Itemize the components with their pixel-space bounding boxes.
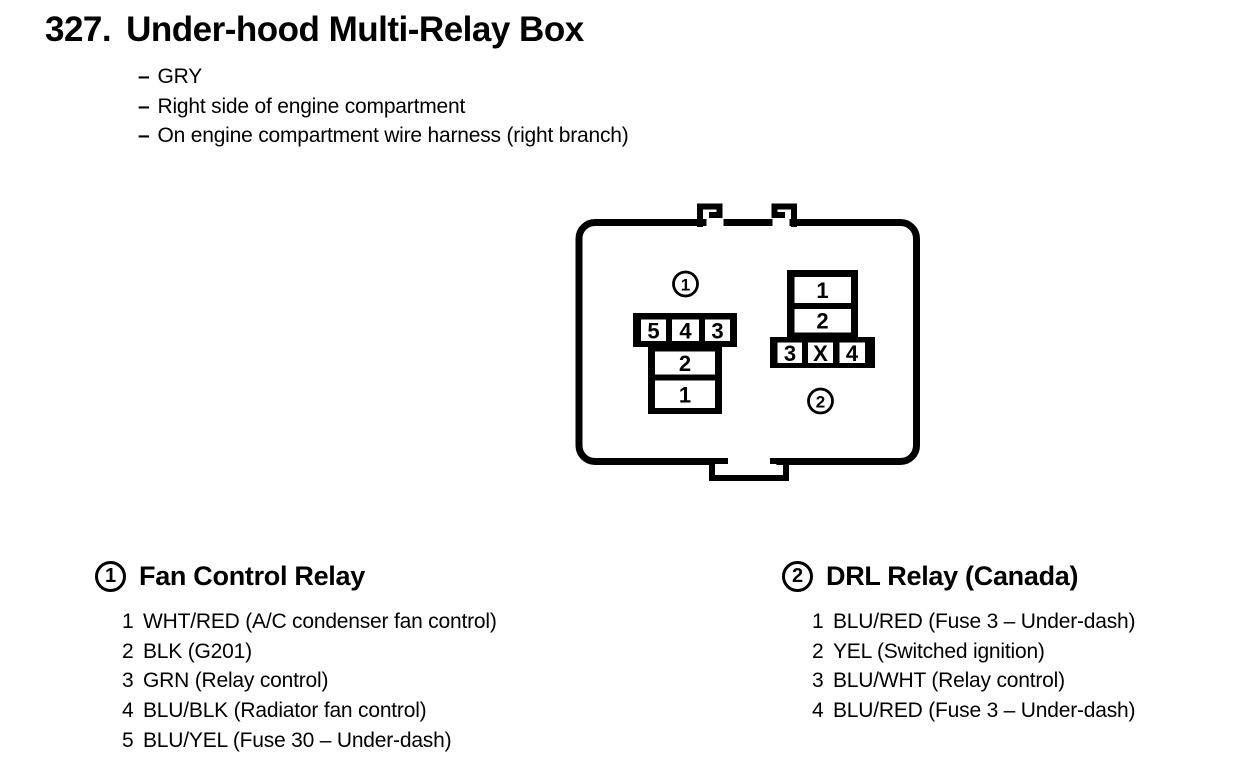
mounting-hook-top-left-icon	[697, 203, 723, 227]
connector2-pin2-label: 2	[816, 309, 828, 334]
note-text: GRY	[157, 65, 203, 88]
bottom-edge-gap	[714, 457, 777, 466]
pin-description: BLU/YEL (Fuse 30 – Under-dash)	[143, 728, 452, 752]
note-text: On engine compartment wire harness (righ…	[157, 124, 629, 148]
pin-number: 4	[122, 699, 134, 723]
pin-row: 4 BLU/RED (Fuse 3 – Under-dash)	[812, 696, 1136, 726]
legend-fan-control-relay: 1 Fan Control Relay 1 WHT/RED (A/C conde…	[95, 561, 497, 756]
pin-number: 3	[122, 669, 134, 693]
connector1-pin4-cell	[672, 319, 699, 341]
pin-row: 3 BLU/WHT (Relay control)	[812, 666, 1135, 696]
pin-description: GRN (Relay control)	[143, 669, 329, 693]
connector2-pin3-label: 3	[784, 341, 796, 366]
connector1-pin2-label: 2	[679, 351, 691, 376]
pin-description: YEL (Switched ignition)	[833, 639, 1045, 663]
connector2-callout: 2	[816, 392, 825, 411]
pin-row: 2 YEL (Switched ignition)	[812, 637, 1135, 667]
pin-row: 5 BLU/YEL (Fuse 30 – Under-dash)	[122, 726, 497, 756]
circled-number-icon: 2	[782, 561, 813, 592]
connector1-pin2-cell	[655, 351, 715, 375]
connector1-callout: 1	[681, 275, 690, 294]
pin-number: 1	[122, 610, 134, 633]
note-line: – GRY	[138, 62, 629, 92]
connector2-pinx-cell	[808, 342, 833, 363]
pin-description: BLU/RED (Fuse 3 – Under-dash)	[833, 610, 1136, 633]
connector2-footprint: 1 2 3 X 4 2	[770, 270, 875, 415]
pin-row: 4 BLU/BLK (Radiator fan control)	[122, 696, 497, 726]
connector1-pin3-label: 3	[711, 319, 723, 344]
pin-number: 2	[812, 639, 824, 663]
pin-list: 1 BLU/RED (Fuse 3 – Under-dash) 2 YEL (S…	[812, 607, 1136, 726]
page-title: Under-hood Multi-Relay Box	[126, 10, 584, 49]
dash-bullet: –	[138, 65, 150, 88]
legend-title: Fan Control Relay	[139, 561, 365, 591]
pin-number: 2	[122, 639, 134, 663]
pin-number: 5	[122, 728, 134, 752]
pin-number: 3	[812, 669, 824, 693]
pin-row: 1 WHT/RED (A/C condenser fan control)	[122, 607, 497, 637]
connector2-pin2-cell	[794, 309, 851, 333]
relay-box-diagram: 5 4 3 2 1 1 1 2 3 X 4 2	[575, 203, 920, 481]
pin-number: 4	[812, 699, 824, 723]
legend-header: 1 Fan Control Relay	[95, 561, 497, 592]
pin-number: 1	[812, 610, 824, 633]
connector1-callout-circle	[672, 270, 699, 298]
page-heading: 327. Under-hood Multi-Relay Box	[45, 11, 584, 48]
connector1-pin3-cell	[705, 319, 730, 341]
pin-row: 3 GRN (Relay control)	[122, 666, 497, 696]
legend-drl-relay: 2 DRL Relay (Canada) 1 BLU/RED (Fuse 3 –…	[782, 561, 1136, 726]
connector2-pin4-cell	[839, 342, 865, 363]
pin-row: 2 BLK (G201)	[122, 637, 497, 667]
pin-description: WHT/RED (A/C condenser fan control)	[143, 610, 497, 633]
mounting-bracket-bottom-icon	[709, 458, 789, 481]
pin-description: BLU/RED (Fuse 3 – Under-dash)	[833, 699, 1136, 723]
pin-list: 1 WHT/RED (A/C condenser fan control) 2 …	[122, 607, 497, 756]
dash-bullet: –	[138, 124, 150, 148]
note-text: Right side of engine compartment	[157, 94, 466, 118]
connector1-pin1-label: 1	[679, 383, 691, 408]
dash-bullet: –	[138, 94, 150, 118]
connector1-pin5-label: 5	[647, 319, 659, 344]
pin-row: 1 BLU/RED (Fuse 3 – Under-dash)	[812, 607, 1136, 637]
connector2-pin4-label: 4	[846, 341, 859, 366]
legend-header: 2 DRL Relay (Canada)	[782, 561, 1135, 592]
connector1-pin4-label: 4	[679, 319, 692, 344]
note-line: – On engine compartment wire harness (ri…	[138, 121, 629, 151]
connector2-pinx-label: X	[813, 341, 828, 366]
top-edge-gap-right	[772, 217, 790, 227]
location-notes: – GRY – Right side of engine compartment…	[138, 62, 629, 151]
pin-description: BLU/WHT (Relay control)	[833, 669, 1065, 693]
connector1-pin1-cell	[655, 380, 715, 408]
note-line: – Right side of engine compartment	[138, 92, 629, 122]
circled-number-icon: 1	[95, 561, 126, 592]
connector2-pin1-label: 1	[816, 278, 828, 303]
connector2-callout-circle	[807, 387, 834, 415]
connector1-pin5-cell	[641, 319, 666, 341]
section-number: 327.	[45, 10, 112, 49]
top-edge-gap-left	[706, 217, 724, 227]
legend-title: DRL Relay (Canada)	[826, 561, 1079, 591]
mounting-hook-top-right-icon	[771, 203, 797, 227]
connector2-pin3-cell	[777, 342, 802, 363]
connector1-footprint: 5 4 3 2 1 1	[633, 270, 737, 414]
pin-description: BLU/BLK (Radiator fan control)	[143, 699, 427, 723]
connector2-pin1-cell	[794, 277, 851, 303]
pin-description: BLK (G201)	[143, 639, 252, 663]
